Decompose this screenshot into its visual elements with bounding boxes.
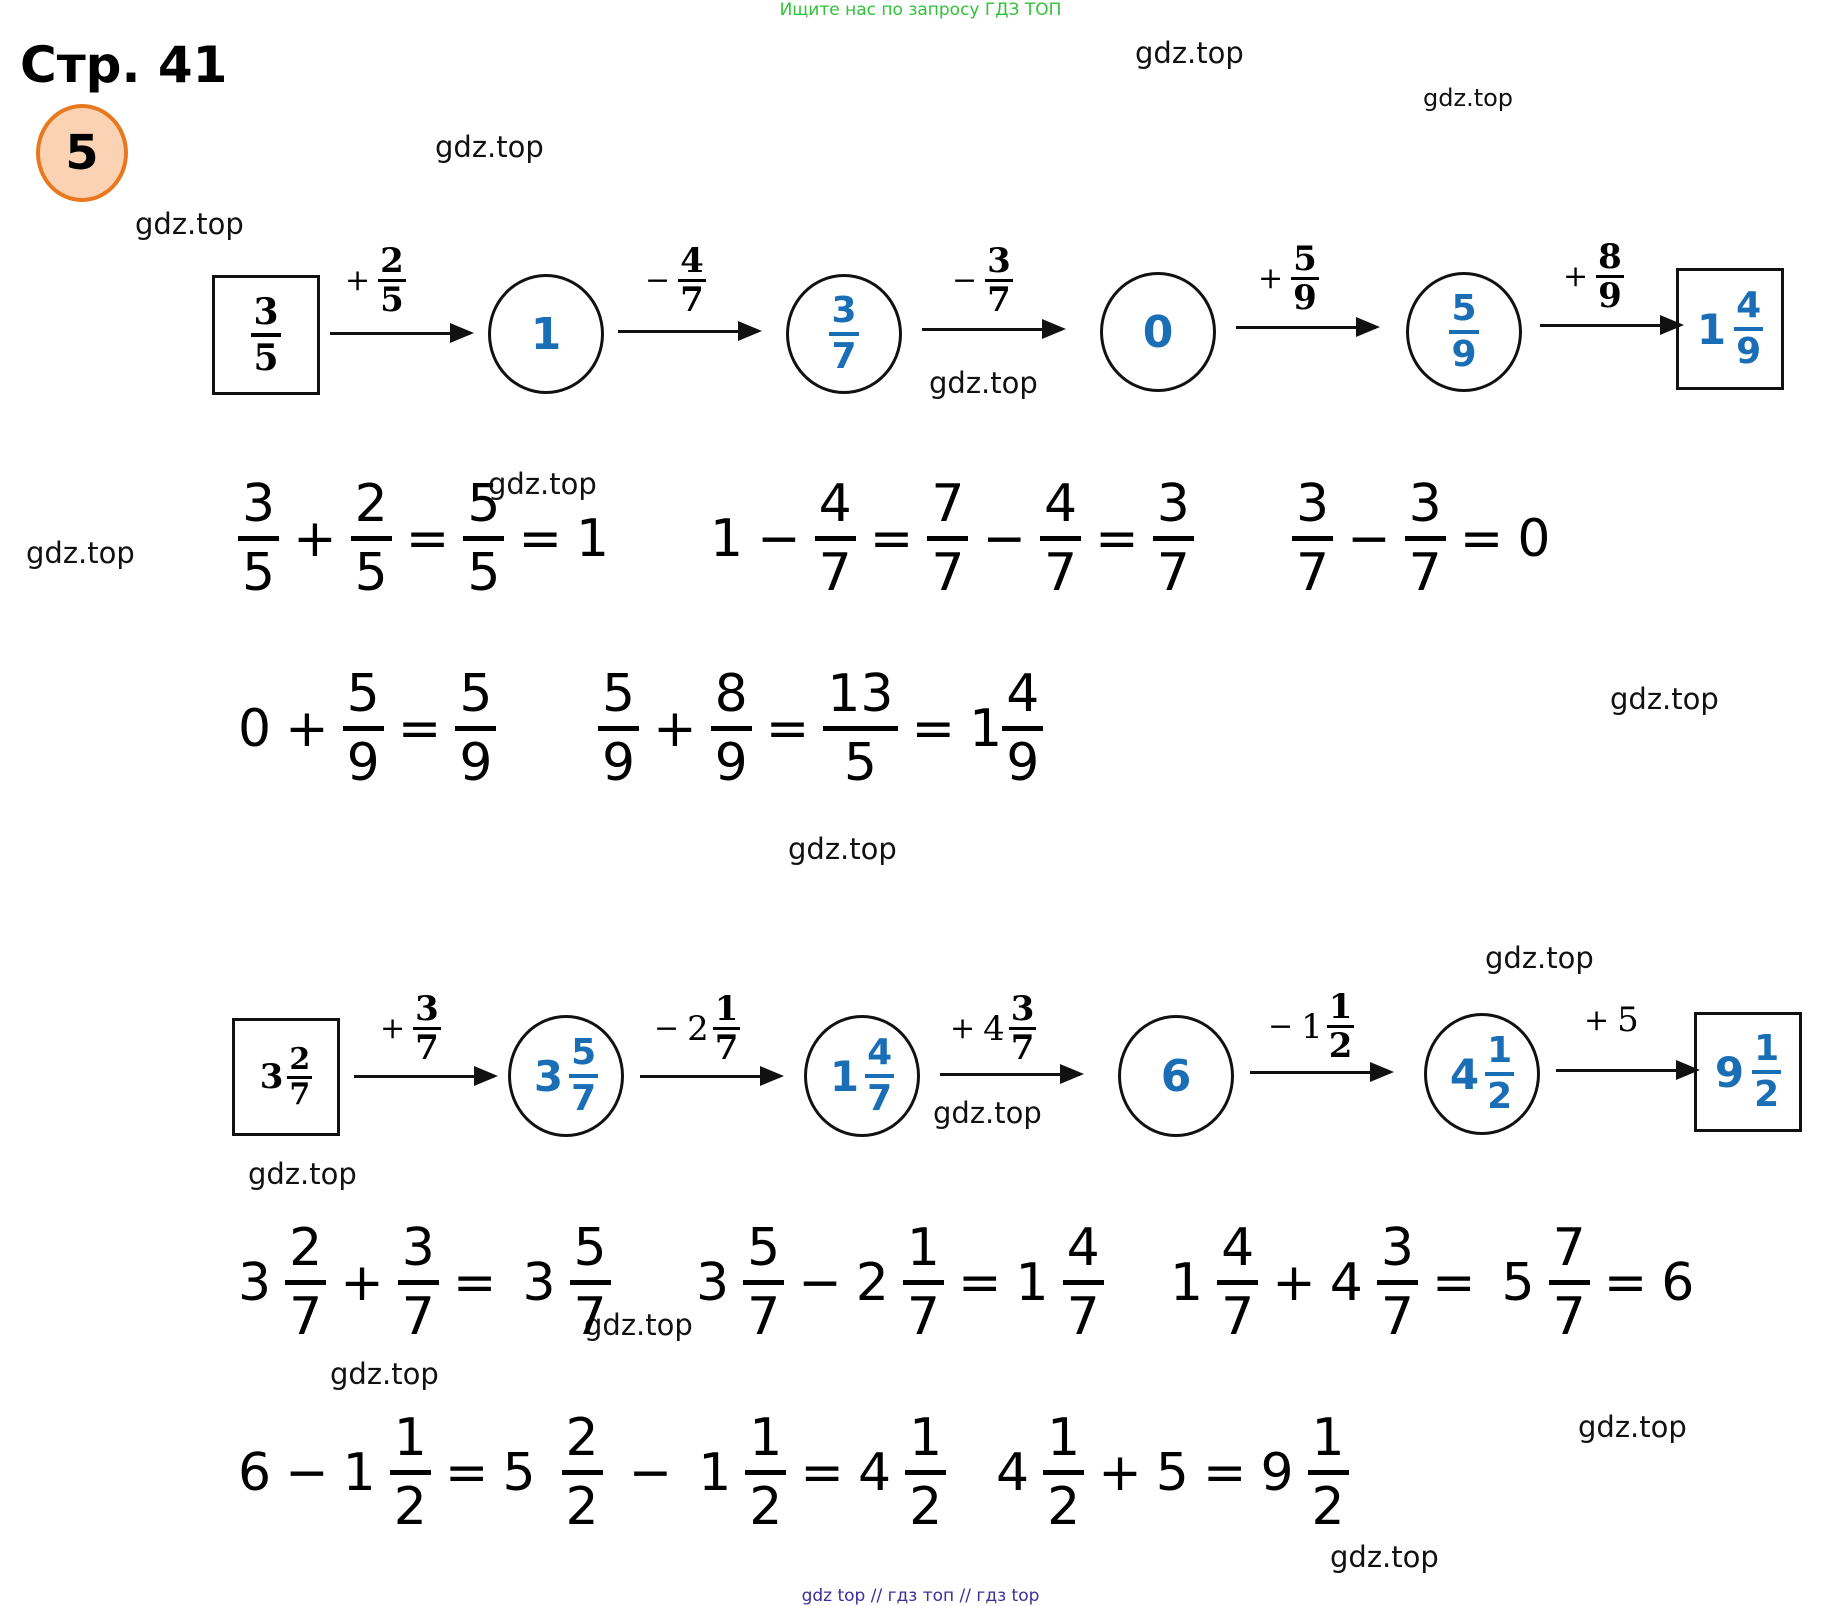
watermark: gdz.top — [330, 1357, 439, 1391]
page-title: Стр. 41 — [20, 36, 228, 94]
watermark: gdz.top — [435, 130, 544, 164]
chain2-arrow-5 — [1556, 1060, 1700, 1080]
watermark: gdz.top — [788, 832, 897, 866]
chain1-arrow-5 — [1540, 315, 1684, 335]
watermark: gdz.top — [584, 1308, 693, 1342]
chain2-node-3: 6 — [1118, 1015, 1234, 1137]
watermark: gdz.top — [933, 1096, 1042, 1130]
task-number: 5 — [65, 125, 99, 181]
watermark: gdz.top — [1610, 682, 1719, 716]
watermark: gdz.top — [488, 467, 597, 501]
chain1-arrow-4 — [1236, 317, 1380, 337]
chain2-arrow-2 — [640, 1066, 784, 1086]
chain1-arrow-2 — [618, 321, 762, 341]
watermark: gdz.top — [135, 207, 244, 241]
watermark: gdz.top — [26, 536, 135, 570]
watermark: gdz.top — [248, 1157, 357, 1191]
chain1-arrow-1 — [330, 323, 474, 343]
watermark: gdz.top — [929, 366, 1038, 400]
top-banner: Ищите нас по запросу ГДЗ ТОП — [779, 0, 1062, 20]
task-number-badge: 5 — [36, 104, 128, 202]
chain1-arrow-3 — [922, 319, 1066, 339]
watermark: gdz.top — [1330, 1540, 1439, 1574]
watermark: gdz.top — [1423, 84, 1514, 112]
watermark: gdz.top — [1135, 36, 1244, 70]
watermark: gdz.top — [1578, 1410, 1687, 1444]
chain2-arrow-3 — [940, 1064, 1084, 1084]
footer: gdz top // гдз топ // гдз top — [801, 1586, 1040, 1606]
chain2-arrow-4 — [1250, 1062, 1394, 1082]
chain2-op-5: +5 — [1584, 1000, 1639, 1040]
watermark: gdz.top — [1485, 941, 1594, 975]
chain2-arrow-1 — [354, 1066, 498, 1086]
chain1-node-1: 1 — [488, 274, 604, 394]
chain1-node-3: 0 — [1100, 272, 1216, 392]
